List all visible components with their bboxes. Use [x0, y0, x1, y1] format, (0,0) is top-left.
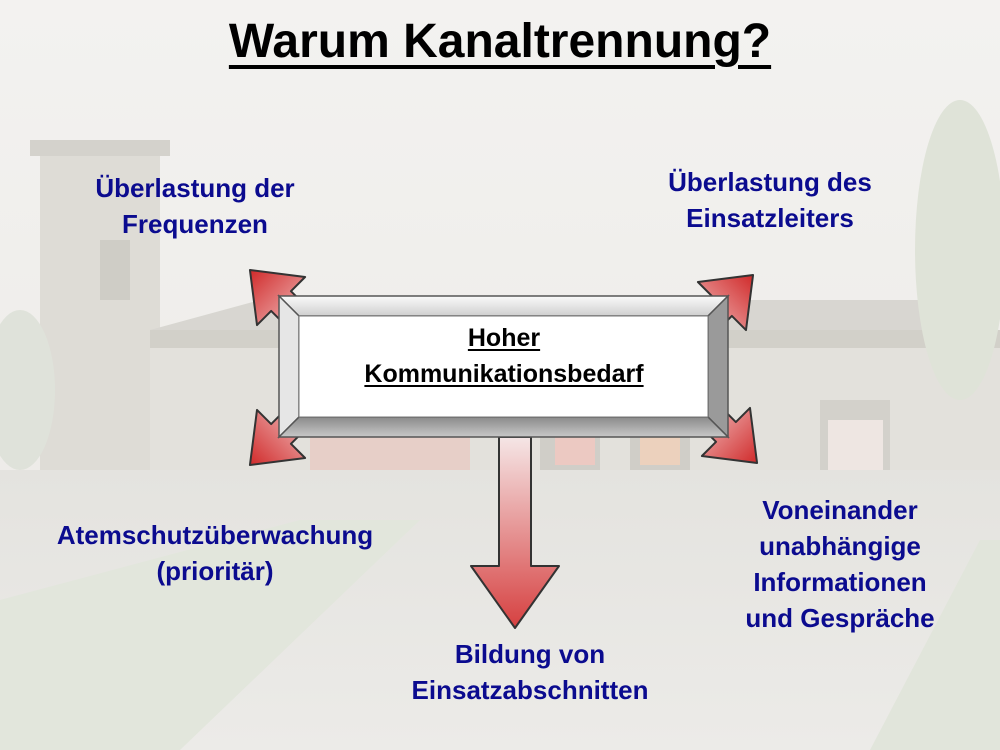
label-frequency-overload: Überlastung der Frequenzen [40, 170, 350, 242]
label-line: Informationen [753, 567, 927, 597]
label-line: Einsatzabschnitten [411, 675, 649, 705]
label-line: Bildung von [454, 639, 606, 669]
label-line: Einsatzleiters [686, 203, 854, 233]
page-title: Warum Kanaltrennung? [0, 14, 1000, 69]
label-line: (prioritär) [156, 556, 274, 586]
center-label: Hoher Kommunikationsbedarf [300, 320, 708, 392]
label-sections: Bildung von Einsatzabschnitten [360, 636, 700, 708]
title-text: Warum Kanaltrennung? [228, 15, 772, 68]
label-commander-overload: Überlastung des Einsatzleiters [615, 164, 925, 236]
label-independent-info: Voneinander unabhängige Informationen un… [700, 492, 980, 636]
center-box-frame [277, 294, 730, 439]
label-line: und Gespräche [745, 603, 935, 633]
label-line: Voneinander [762, 495, 918, 525]
center-label-line2: Kommunikationsbedarf [364, 360, 644, 388]
label-line: Atemschutzüberwachung [56, 520, 374, 550]
arrow-down [470, 436, 560, 629]
label-line: Überlastung des [668, 167, 872, 197]
label-line: unabhängige [759, 531, 921, 561]
label-breathing-protection: Atemschutzüberwachung (prioritär) [0, 517, 430, 589]
label-line: Frequenzen [122, 209, 268, 239]
label-line: Überlastung der [95, 173, 295, 203]
center-label-line1: Hoher [467, 324, 541, 352]
